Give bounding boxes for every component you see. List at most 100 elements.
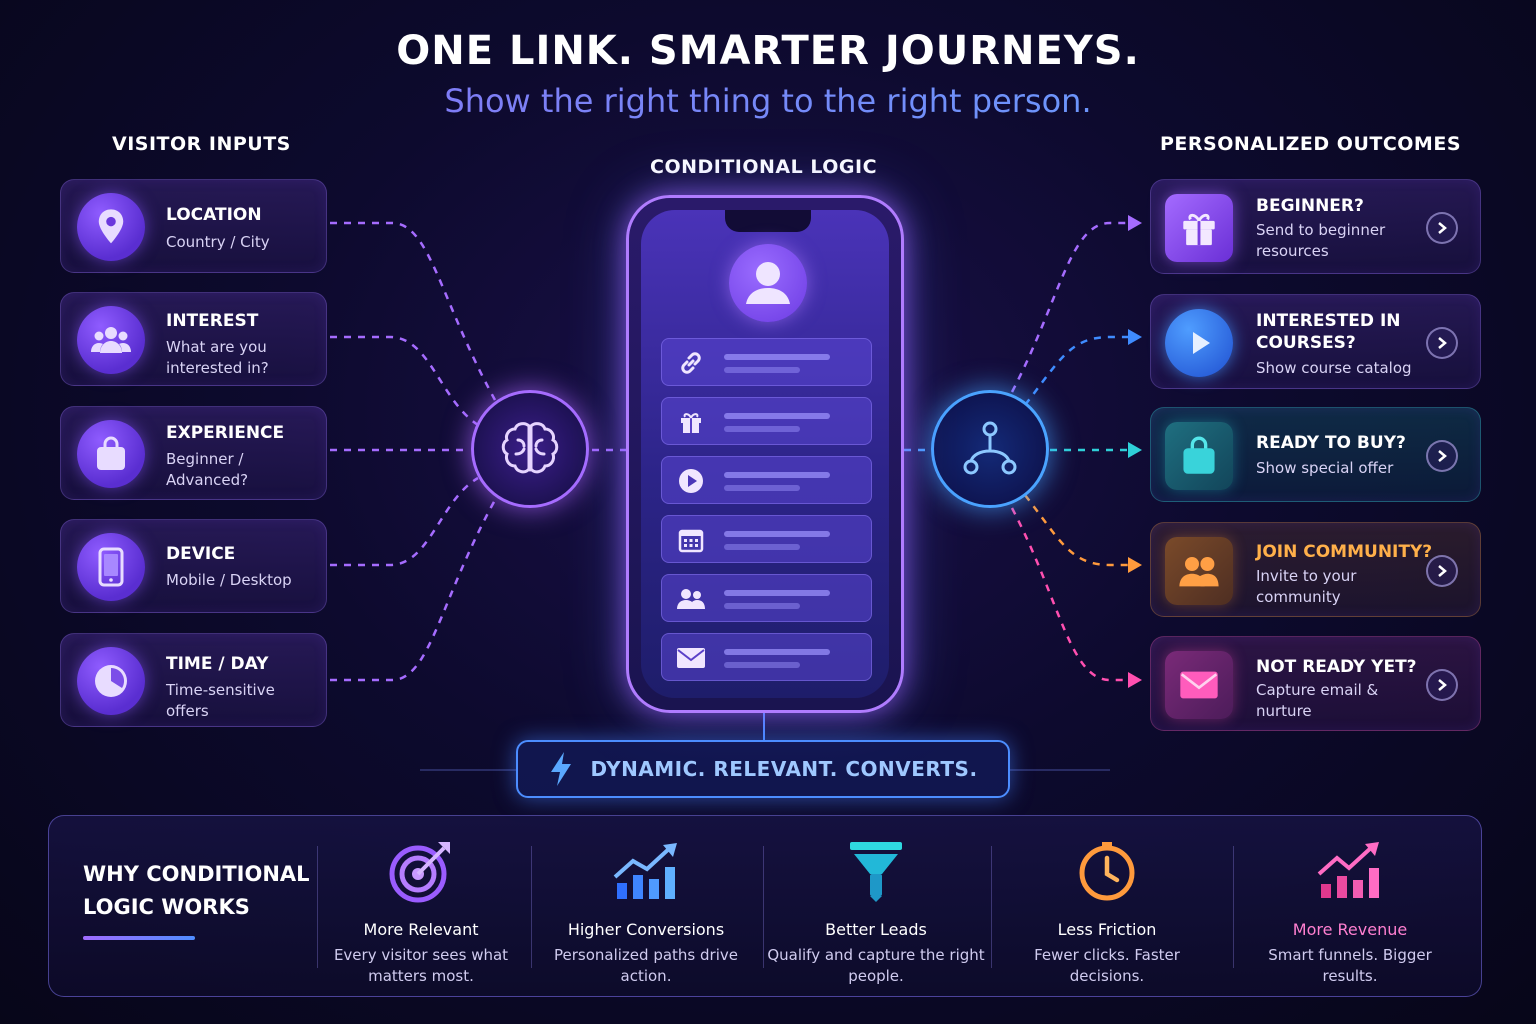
chevron-right-icon[interactable] [1426,669,1458,701]
logic-branch-hub [931,390,1049,508]
benefit-title: Higher Conversions [567,920,725,939]
outcome-card-courses[interactable]: INTERESTED IN COURSES? Show course catal… [1150,294,1481,389]
outcome-title: JOIN COMMUNITY? [1256,542,1433,562]
connector-location [330,221,497,401]
phone-link-row-1[interactable] [661,338,872,386]
chevron-right-icon[interactable] [1426,212,1458,244]
personalized-outcomes-heading: PERSONALIZED OUTCOMES [1160,133,1462,155]
benefit-title: More Relevant [363,920,479,939]
people-group-icon [1165,537,1233,605]
page-title: ONE LINK. SMARTER JOURNEYS. [396,28,1140,74]
user-icon [746,262,790,304]
outcome-title: NOT READY YET? [1256,657,1417,677]
tagline-banner: DYNAMIC. RELEVANT. CONVERTS. [516,740,1010,798]
input-title: DEVICE [166,544,236,564]
input-desc: Beginner / Advanced? [166,450,249,489]
phone-screen [641,210,889,698]
play-icon [1165,309,1233,377]
benefit-title: More Revenue [1292,920,1408,939]
outcome-desc: Show special offer [1256,459,1394,477]
phone-notch [725,210,811,232]
arrow-beginner [1128,215,1142,231]
input-card-interest: INTEREST What are you interested in? [60,292,327,386]
branch-icon [963,421,1017,475]
phone-link-row-5[interactable] [661,574,872,622]
benefit-desc: Every visitor sees what matters most. [333,946,509,985]
gift-icon [676,408,706,436]
heading-underline [83,936,195,940]
outcome-card-beginner[interactable]: BEGINNER? Send to beginner resources [1150,179,1481,274]
outcome-card-email[interactable]: NOT READY YET? Capture email & nurture [1150,636,1481,731]
shopping-bag-icon [77,420,145,488]
input-title: EXPERIENCE [166,423,285,443]
phone-mockup [626,195,904,713]
page-subtitle: Show the right thing to the right person… [0,82,1536,120]
input-title: INTEREST [166,311,259,331]
connector-courses [1024,335,1130,406]
play-icon [676,467,706,495]
input-desc: What are you interested in? [166,338,269,377]
outcome-card-community[interactable]: JOIN COMMUNITY? Invite to your community [1150,522,1481,617]
bar-chart-up-icon [536,836,756,906]
connector-email [1010,507,1130,682]
phone-link-row-3[interactable] [661,456,872,504]
people-group-icon [77,306,145,374]
people-group-icon [676,585,706,613]
avatar [729,244,807,322]
calendar-icon [676,526,706,554]
benefit-title: Better Leads [825,920,927,939]
input-title: TIME / DAY [166,654,269,674]
benefit-more-revenue: More Revenue Smart funnels. Bigger resul… [1240,836,1460,987]
input-desc: Country / City [166,233,270,251]
connector-beginner [1010,221,1130,393]
link-icon [676,349,706,377]
target-icon [311,836,531,906]
funnel-icon [766,836,986,906]
connector-device [330,476,479,567]
input-card-time: TIME / DAY Time-sensitive offers [60,633,327,727]
input-desc: Mobile / Desktop [166,571,292,589]
outcome-desc: Send to beginner resources [1256,221,1386,260]
why-heading: WHY CONDITIONAL LOGIC WORKS [83,862,310,919]
location-pin-icon [77,193,145,261]
connector-interest [330,335,479,427]
benefit-better-leads: Better Leads Qualify and capture the rig… [766,836,986,987]
envelope-icon [1165,651,1233,719]
outcome-desc: Capture email & nurture [1256,681,1379,720]
logic-brain-hub [471,390,589,508]
input-desc: Time-sensitive offers [166,681,275,720]
arrow-buy [1128,442,1142,458]
benefit-desc: Qualify and capture the right people. [767,946,985,985]
benefit-desc: Smart funnels. Bigger results. [1268,946,1432,985]
benefit-title: Less Friction [1057,920,1157,939]
chevron-right-icon[interactable] [1426,555,1458,587]
outcome-desc: Show course catalog [1256,359,1412,377]
input-card-location: LOCATION Country / City [60,179,327,273]
lightning-icon [551,752,572,786]
arrow-email [1128,672,1142,688]
shopping-bag-icon [1165,422,1233,490]
chevron-right-icon[interactable] [1426,327,1458,359]
outcome-title: BEGINNER? [1256,196,1364,216]
envelope-icon [676,644,706,672]
benefit-desc: Personalized paths drive action. [554,946,738,985]
outcome-title: READY TO BUY? [1256,433,1406,453]
phone-link-row-2[interactable] [661,397,872,445]
phone-link-row-6[interactable] [661,633,872,681]
why-panel: WHY CONDITIONAL LOGIC WORKS More Relevan… [48,815,1482,997]
arrow-courses [1128,329,1142,345]
clock-icon [997,836,1217,906]
tagline-text: DYNAMIC. RELEVANT. CONVERTS. [590,757,978,781]
benefit-more-relevant: More Relevant Every visitor sees what ma… [311,836,531,987]
smartphone-icon [77,533,145,601]
benefit-higher-conversions: Higher Conversions Personalized paths dr… [536,836,756,987]
clock-icon [77,647,145,715]
connector-time [330,499,497,682]
chevron-right-icon[interactable] [1426,440,1458,472]
phone-link-row-4[interactable] [661,515,872,563]
outcome-card-buy[interactable]: READY TO BUY? Show special offer [1150,407,1481,502]
input-card-experience: EXPERIENCE Beginner / Advanced? [60,406,327,500]
visitor-inputs-heading: VISITOR INPUTS [112,133,291,155]
conditional-logic-heading: CONDITIONAL LOGIC [650,156,878,178]
